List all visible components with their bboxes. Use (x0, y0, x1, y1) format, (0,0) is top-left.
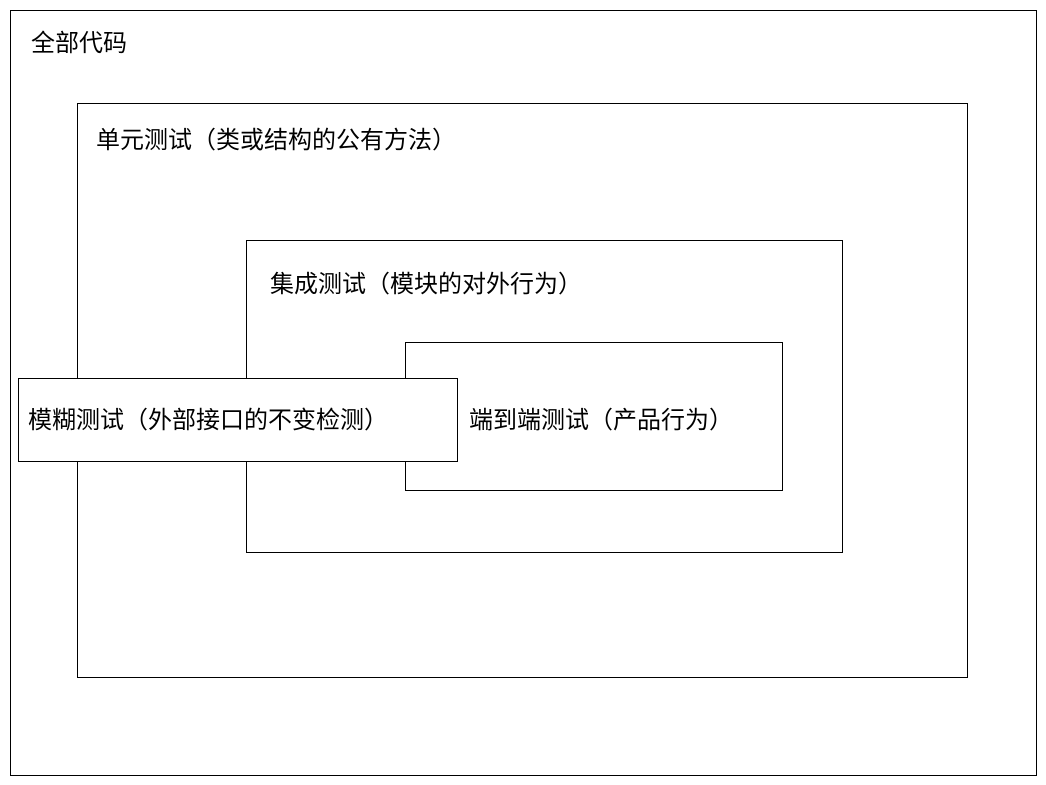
fuzz-test-label: 模糊测试（外部接口的不变检测） (28, 406, 388, 434)
integration-test-label: 集成测试（模块的对外行为） (270, 270, 582, 298)
all-code-box (10, 10, 1037, 776)
e2e-test-label: 端到端测试（产品行为） (469, 406, 733, 434)
all-code-label: 全部代码 (31, 29, 127, 57)
unit-test-label: 单元测试（类或结构的公有方法） (96, 126, 456, 154)
fuzz-test-box (18, 378, 458, 462)
